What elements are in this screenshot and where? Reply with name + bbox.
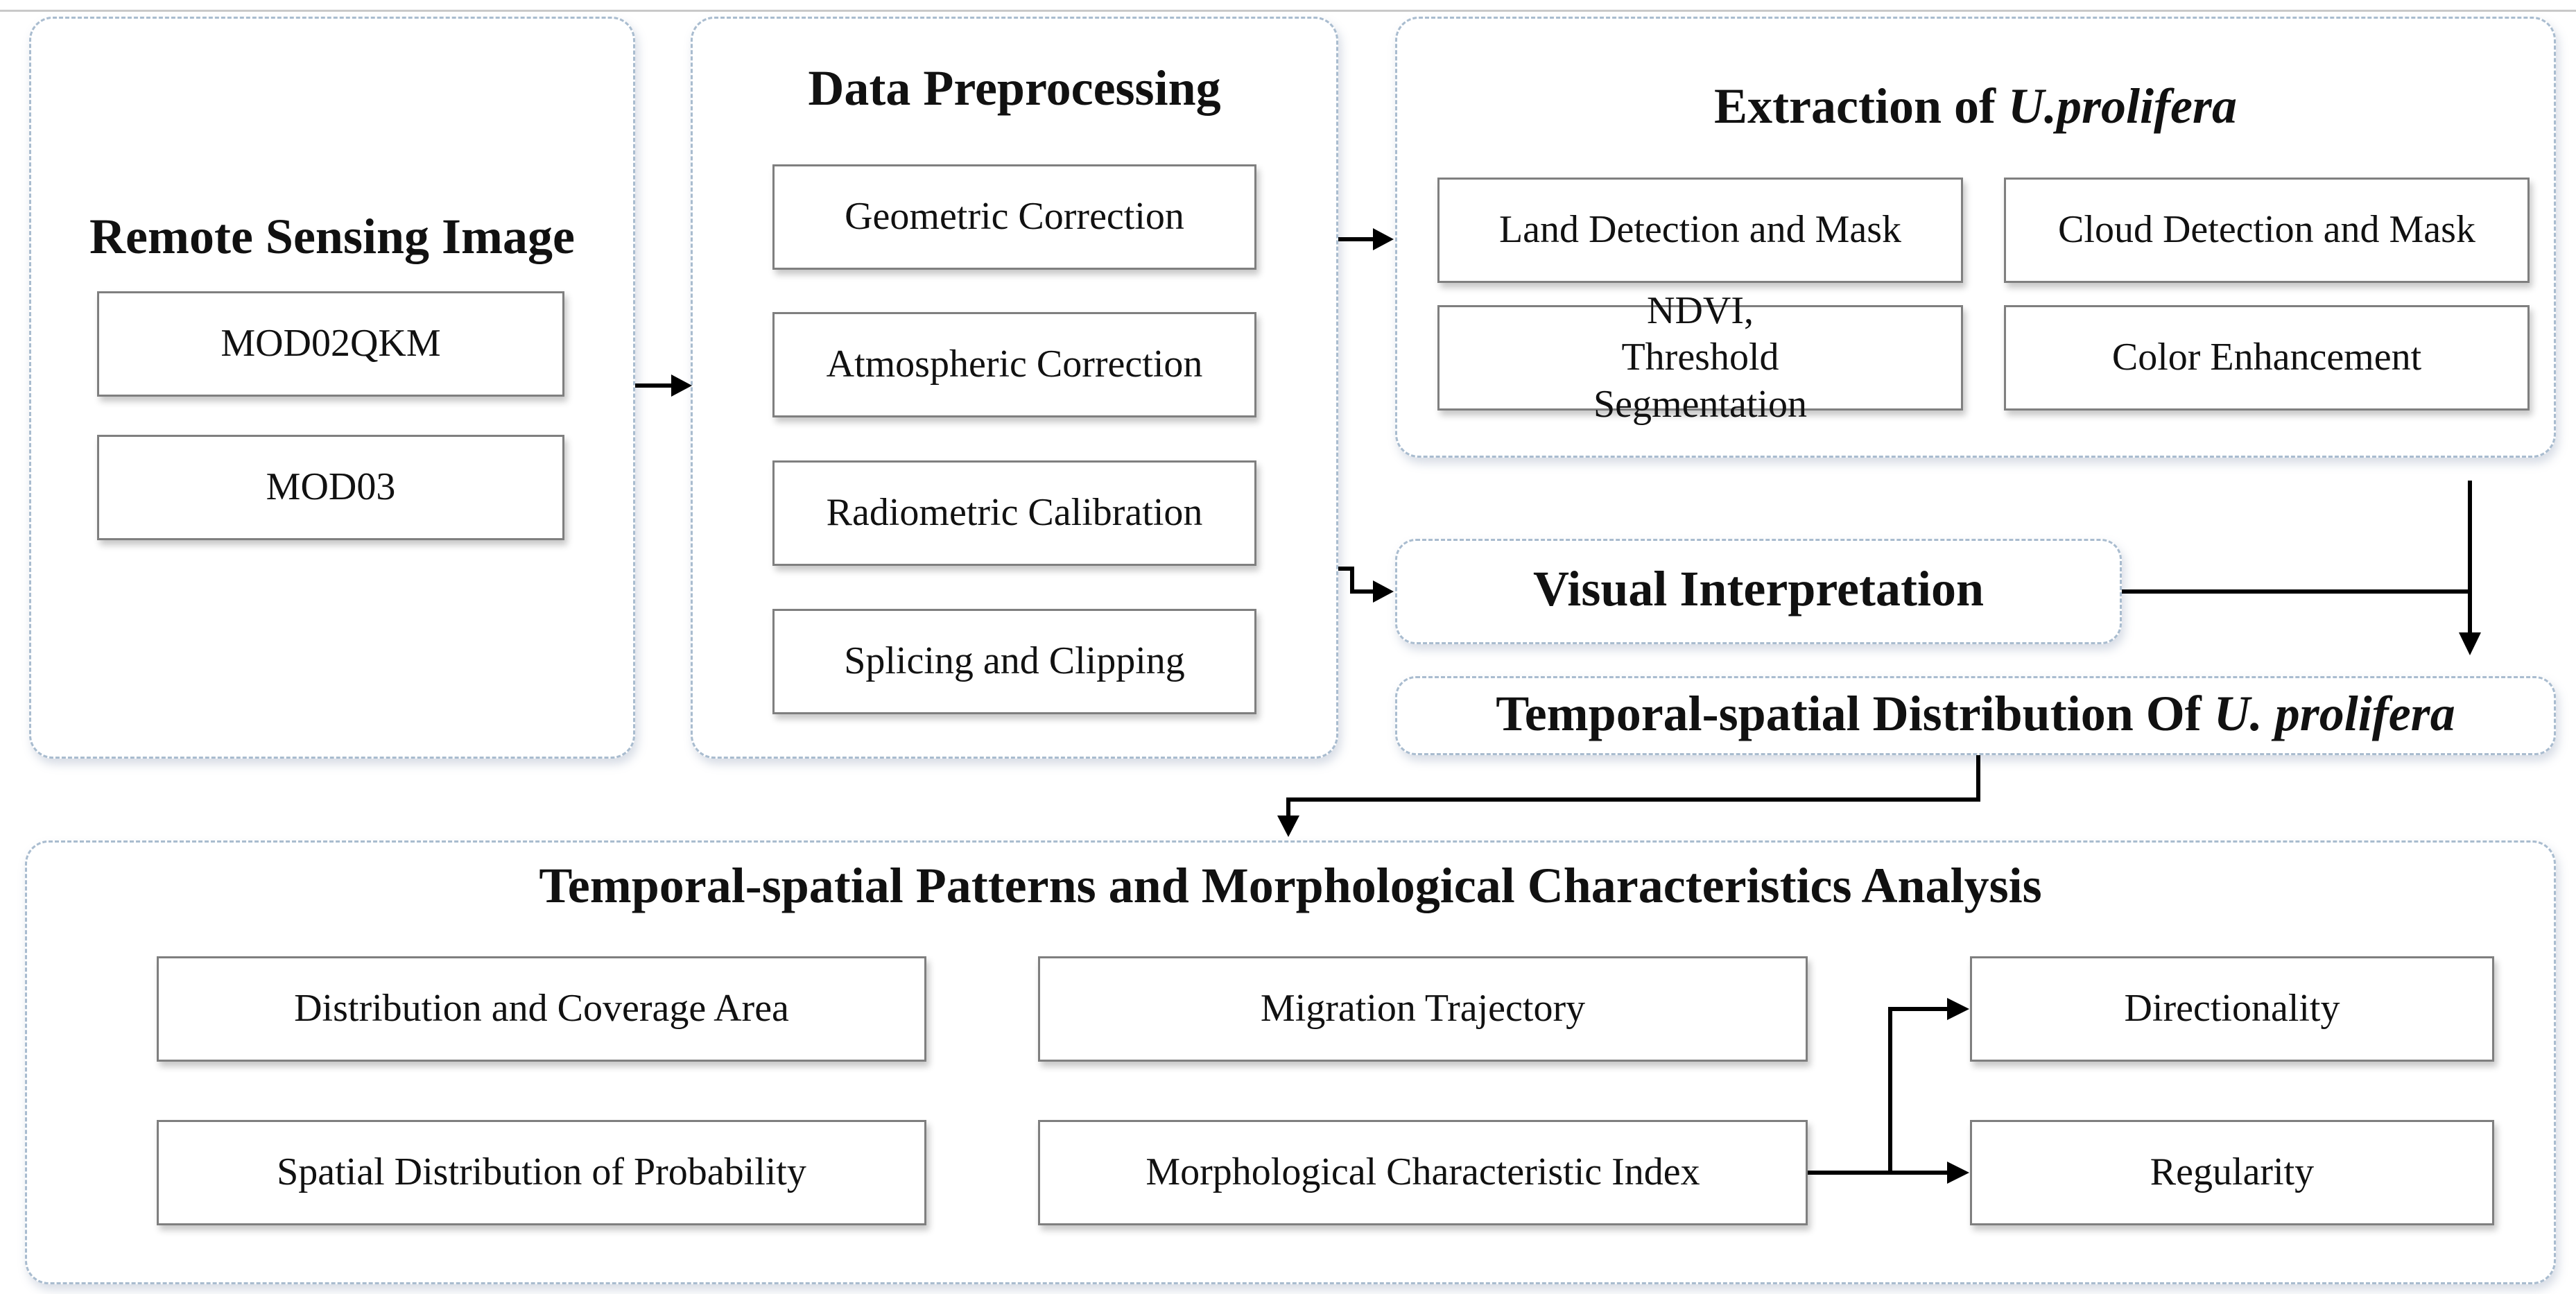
mod02qkm-box: MOD02QKM xyxy=(97,291,564,397)
arrowhead-to-analysis xyxy=(1277,816,1299,837)
radiometric-calibration-box: Radiometric Calibration xyxy=(772,460,1256,566)
remote-sensing-title: Remote Sensing Image xyxy=(89,209,575,264)
atmospheric-correction-box: Atmospheric Correction xyxy=(772,312,1256,417)
top-rule xyxy=(0,10,2576,12)
arrow-preprocessing-to-visual xyxy=(1338,567,1383,594)
arrowhead-remote-to-preprocessing xyxy=(671,374,692,397)
arrowhead-to-distribution xyxy=(2459,632,2481,655)
directionality-box: Directionality xyxy=(1970,956,2494,1062)
morphological-index-box: Morphological Characteristic Index xyxy=(1038,1120,1808,1225)
ndvi-threshold-box: NDVI, Threshold Segmentation xyxy=(1437,289,1963,426)
extraction-title-species: U.prolifera xyxy=(2007,78,2237,134)
distribution-title: Temporal-spatial Distribution Of U. prol… xyxy=(1395,685,2556,743)
arrowhead-to-directionality xyxy=(1947,998,1969,1020)
distribution-coverage-box: Distribution and Coverage Area xyxy=(157,956,926,1062)
regularity-box: Regularity xyxy=(1970,1120,2494,1225)
color-enhancement-box: Color Enhancement xyxy=(2004,305,2530,411)
distribution-prefix: Temporal-spatial Distribution Of xyxy=(1496,686,2214,741)
cloud-detection-box: Cloud Detection and Mask xyxy=(2004,178,2530,283)
data-preprocessing-title: Data Preprocessing xyxy=(808,60,1221,116)
splicing-clipping-box: Splicing and Clipping xyxy=(772,609,1256,714)
visual-interpretation-panel xyxy=(1395,539,2122,644)
distribution-panel xyxy=(1395,676,2556,755)
arrow-distribution-to-analysis xyxy=(1286,755,1980,818)
geometric-correction-box: Geometric Correction xyxy=(772,164,1256,270)
arrowhead-preprocessing-to-visual xyxy=(1373,580,1394,603)
extraction-title: Extraction of U.prolifera xyxy=(1395,78,2556,135)
spatial-probability-box: Spatial Distribution of Probability xyxy=(157,1120,926,1225)
distribution-species: U. prolifera xyxy=(2213,686,2455,741)
analysis-title: Temporal-spatial Patterns and Morphologi… xyxy=(539,858,2042,913)
arrow-branch-to-directionality xyxy=(1888,1007,1950,1173)
arrowhead-preprocessing-to-extraction xyxy=(1373,228,1394,250)
extraction-title-prefix: Extraction of xyxy=(1714,78,2008,134)
mod03-box: MOD03 xyxy=(97,435,564,540)
visual-interpretation-label: Visual Interpretation xyxy=(1532,561,1984,616)
arrowhead-to-regularity xyxy=(1947,1162,1969,1184)
migration-trajectory-box: Migration Trajectory xyxy=(1038,956,1808,1062)
land-detection-box: Land Detection and Mask xyxy=(1437,178,1963,283)
